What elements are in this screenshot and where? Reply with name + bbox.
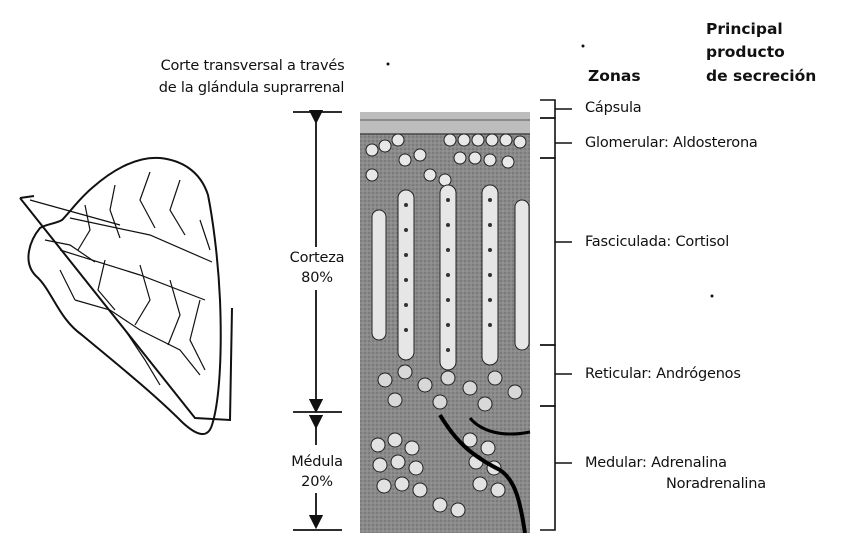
zone-label-medular: Medular: Adrenalina [585, 455, 727, 472]
medulla-label: Médula [281, 454, 353, 471]
bracket-capsula [540, 100, 572, 118]
stray-dot [387, 63, 390, 66]
histology-section [360, 112, 530, 533]
zone-label-glomerular: Glomerular: Aldosterona [585, 135, 758, 152]
cortex-percent: 80% [281, 270, 353, 287]
zone-brackets [540, 100, 572, 530]
bracket-fasciculada [540, 158, 572, 345]
zone-label-reticular: Reticular: Andrógenos [585, 366, 741, 383]
bracket-reticular [540, 345, 572, 406]
bracket-medular [540, 406, 572, 530]
medulla-percent: 20% [281, 474, 353, 491]
stray-dot [582, 45, 585, 48]
zone-label-medular-secondary: Noradrenalina [666, 476, 766, 493]
gland-outline [28, 158, 220, 434]
stray-dot [711, 295, 714, 298]
zone-label-fasciculada: Fasciculada: Cortisol [585, 234, 729, 251]
cortex-label: Corteza [281, 250, 353, 267]
zone-label-capsula: Cápsula [585, 100, 641, 117]
adrenal-gland-drawing [20, 158, 232, 434]
bracket-glomerular [540, 118, 572, 158]
